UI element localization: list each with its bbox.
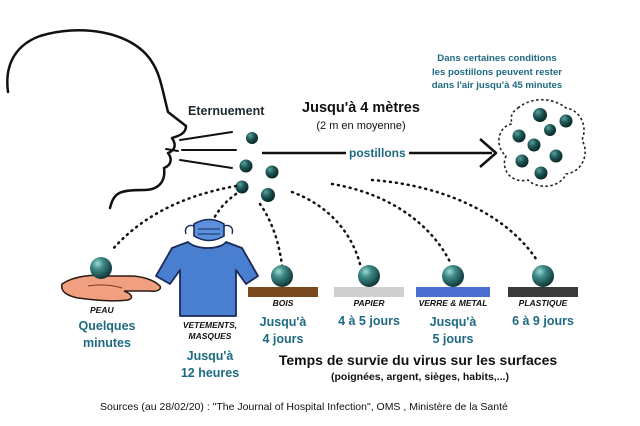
- droplet-cluster: [235, 132, 279, 202]
- shirt-icon: [155, 241, 259, 317]
- cloud-note-line: Dans certaines conditions: [437, 53, 557, 64]
- surface-duration-vetements: Jusqu'à 12 heures: [164, 348, 256, 382]
- duration-line: Jusqu'à: [186, 349, 234, 363]
- surface-name-vetements: VETEMENTS, MASQUES: [182, 320, 238, 341]
- sources-line: Sources (au 28/02/20) : "The Journal of …: [100, 401, 508, 413]
- mouth-icon: [165, 148, 179, 152]
- surface-name-papier: PAPIER: [353, 298, 385, 308]
- duration-line: Jusqu'à: [429, 315, 477, 329]
- droplets-label: postillons: [346, 146, 409, 160]
- distance-headline: Jusqu'à 4 mètres: [302, 100, 420, 116]
- mask-icon: [193, 218, 225, 242]
- hand-icon: [60, 274, 162, 302]
- surface-name-bois: BOIS: [272, 298, 294, 308]
- duration-line: minutes: [83, 336, 131, 350]
- head-profile-icon: [6, 29, 188, 210]
- sneeze-spray-lines: [179, 131, 237, 169]
- surface-plates: [248, 265, 578, 297]
- duration-line: Jusqu'à: [259, 315, 307, 329]
- droplet-cloud-shape: [498, 98, 586, 187]
- surface-duration-bois: Jusqu'à 4 jours: [243, 314, 323, 348]
- surface-name-peau: PEAU: [90, 305, 114, 315]
- surface-duration-papier: 4 à 5 jours: [338, 314, 400, 328]
- virus-particle-icon: [90, 257, 112, 279]
- cloud-note-line: dans l'air jusqu'à 45 minutes: [431, 80, 563, 91]
- surface-duration-verre-metal: Jusqu'à 5 jours: [413, 314, 493, 348]
- surface-name-verre-metal: VERRE & METAL: [418, 298, 488, 308]
- surface-name-plastique: PLASTIQUE: [518, 298, 568, 308]
- survival-title: Temps de survie du virus sur les surface…: [278, 352, 558, 368]
- arrowhead-icon: [479, 138, 498, 168]
- distance-subline: (2 m en moyenne): [316, 120, 406, 132]
- cloud-note-line: les postillons peuvent rester: [431, 66, 563, 78]
- duration-line: 4 jours: [262, 332, 304, 346]
- surface-duration-plastique: 6 à 9 jours: [512, 314, 574, 328]
- duration-line: 12 heures: [180, 366, 240, 380]
- cloud-note: Dans certaines conditions les postillons…: [402, 52, 592, 93]
- sneeze-label: Eternuement: [188, 104, 265, 118]
- duration-line: 5 jours: [432, 332, 474, 346]
- cloud-droplets: [512, 108, 573, 180]
- duration-line: Quelques: [78, 319, 136, 333]
- surface-duration-peau: Quelques minutes: [62, 318, 152, 352]
- dotted-trajectories: [110, 178, 540, 268]
- survival-subtitle: (poignées, argent, sièges, habits,...): [331, 371, 509, 383]
